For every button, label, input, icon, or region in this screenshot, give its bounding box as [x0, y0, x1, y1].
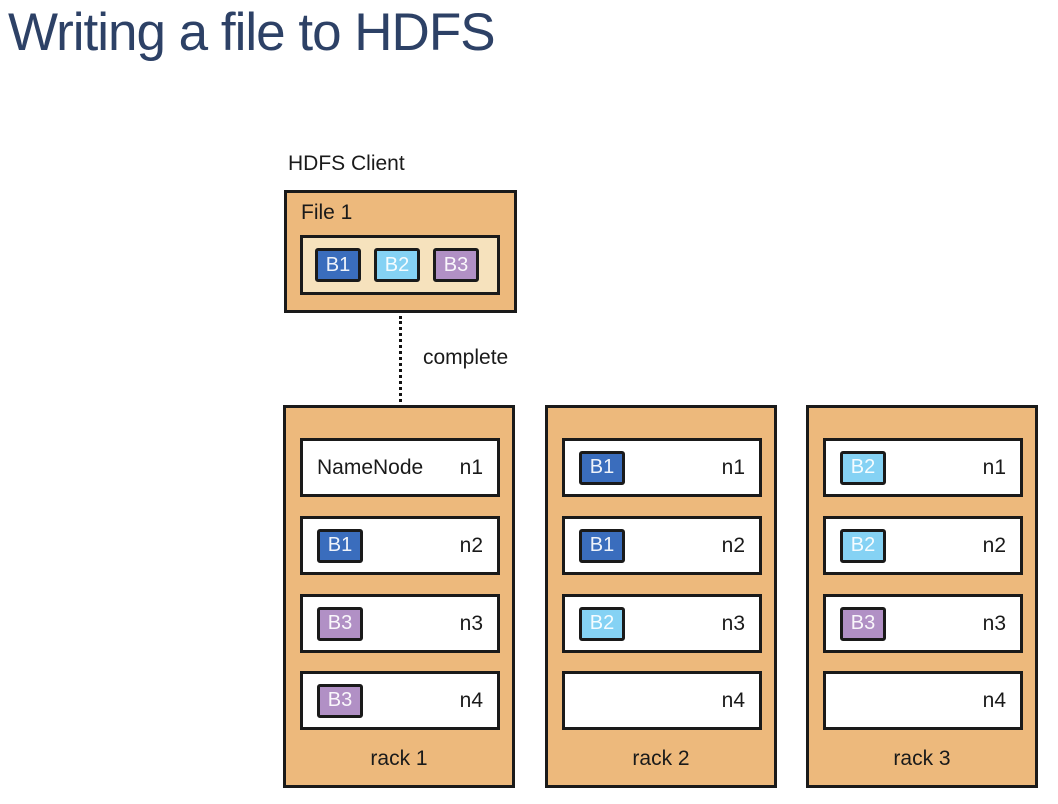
block-chip: B3 [317, 606, 363, 641]
rack-label: rack 1 [370, 747, 428, 770]
complete-arrow-line [399, 316, 402, 425]
node-rack2-n3: B2 n3 [562, 594, 762, 653]
node-rack2-n2: B1 n2 [562, 516, 762, 575]
node-name: n2 [982, 533, 1006, 557]
node-rack2-n4: n4 [562, 671, 762, 730]
rack-2: B1 n1 B1 n2 B2 n3 n4 rack 2 [545, 405, 777, 788]
node-name: n1 [982, 455, 1006, 479]
block-chip: B1 [317, 528, 363, 563]
node-name: n2 [459, 533, 483, 557]
node-name: n1 [721, 455, 745, 479]
block-chip: B3 [317, 683, 363, 718]
node-rack1-n1: NameNode n1 [300, 438, 500, 497]
block-chip-b1: B1 [315, 248, 361, 282]
node-rack1-n4: B3 n4 [300, 671, 500, 730]
node-rack1-n2: B1 n2 [300, 516, 500, 575]
node-name: n4 [721, 688, 745, 712]
node-name: n3 [459, 611, 483, 635]
hdfs-client-box: File 1 B1 B2 B3 [284, 190, 517, 313]
node-name: n2 [721, 533, 745, 557]
block-chip: B2 [579, 606, 625, 641]
block-chip: B2 [840, 528, 886, 563]
rack-1: NameNode n1 B1 n2 B3 n3 B3 n4 rack 1 [283, 405, 515, 788]
block-chip-b3: B3 [433, 248, 479, 282]
node-name: n3 [982, 611, 1006, 635]
node-name: n3 [721, 611, 745, 635]
node-rack2-n1: B1 n1 [562, 438, 762, 497]
file-label: File 1 [301, 201, 353, 224]
block-chip: B3 [840, 606, 886, 641]
complete-arrow-label: complete [423, 346, 509, 369]
node-name: n4 [459, 688, 483, 712]
node-rack3-n1: B2 n1 [823, 438, 1023, 497]
rack-label: rack 2 [632, 747, 690, 770]
node-label: NameNode [317, 455, 424, 479]
block-chip-b2: B2 [374, 248, 420, 282]
rack-3: B2 n1 B2 n2 B3 n3 n4 rack 3 [806, 405, 1038, 788]
block-chip: B1 [579, 528, 625, 563]
node-name: n1 [459, 455, 483, 479]
file-block-container: B1 B2 B3 [300, 235, 500, 295]
hdfs-client-caption: HDFS Client [288, 152, 405, 175]
block-chip: B1 [579, 450, 625, 485]
rack-label: rack 3 [893, 747, 951, 770]
node-rack3-n4: n4 [823, 671, 1023, 730]
node-rack3-n2: B2 n2 [823, 516, 1023, 575]
page-title: Writing a file to HDFS [8, 3, 496, 62]
node-rack3-n3: B3 n3 [823, 594, 1023, 653]
node-name: n4 [982, 688, 1006, 712]
node-rack1-n3: B3 n3 [300, 594, 500, 653]
block-chip: B2 [840, 450, 886, 485]
